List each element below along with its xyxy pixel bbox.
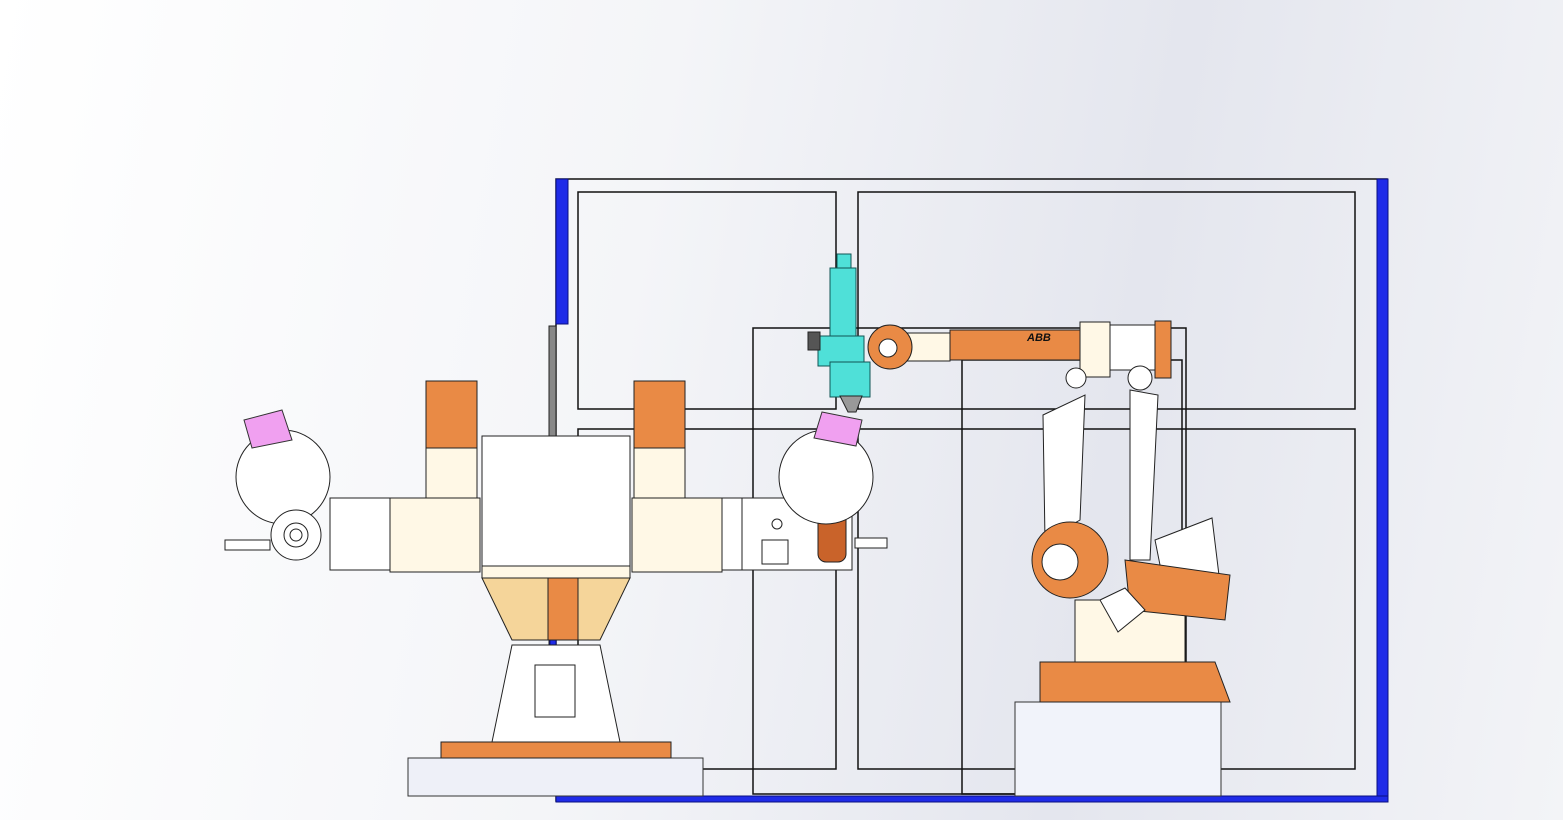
frame-post-left	[555, 178, 569, 325]
frame-base	[555, 795, 1389, 803]
robot-brand-label: ABB	[1026, 332, 1051, 344]
frame-post-right	[1376, 178, 1389, 802]
positioner	[224, 380, 888, 797]
industrial-robot: ABB	[867, 320, 1231, 797]
welding-torch	[807, 253, 871, 413]
